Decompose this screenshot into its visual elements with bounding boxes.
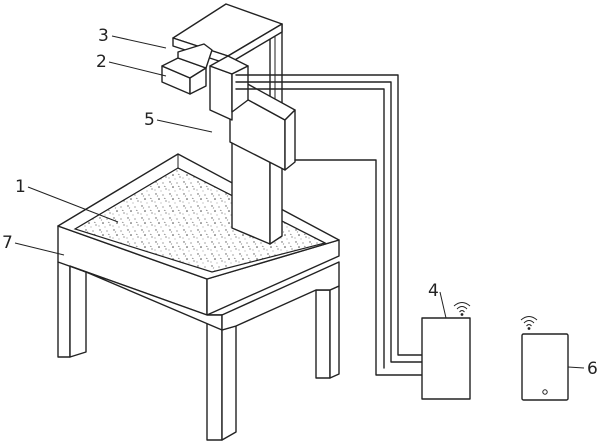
label-2: 2 [96,52,107,72]
cable-1 [235,74,423,356]
signal-cables [235,74,423,376]
leader-5 [156,119,213,133]
arm-plate-side [284,109,296,171]
leader-lines [14,35,585,369]
camera-side [189,67,207,95]
leader-6 [567,366,585,369]
leg-front-middle-side [221,325,237,441]
leg-right-back [315,289,331,379]
leader-4 [439,291,447,319]
container-table [57,153,340,441]
tablet-terminal [520,316,569,401]
leader-1 [27,186,119,223]
support-column [161,3,296,245]
wifi-icon [520,316,538,330]
reference-labels: 3 2 5 1 7 4 6 [2,26,598,379]
apron-right [221,261,340,331]
leg-right-back-side [329,285,340,379]
label-4: 4 [428,281,439,301]
sensor-housing-front [209,65,233,121]
leader-7 [14,242,65,256]
home-button-icon [542,389,548,395]
cable-2 [235,81,423,363]
label-5: 5 [144,110,155,130]
wifi-icon [453,302,471,316]
label-3: 3 [98,26,109,46]
control-box [421,317,471,400]
control-device [421,302,471,400]
label-6: 6 [587,359,598,379]
leader-3 [111,35,167,49]
leg-front-middle [206,314,223,441]
cable-3 [235,88,385,369]
label-7: 7 [2,233,13,253]
cable-4 [294,159,423,376]
leg-left-front [57,261,71,358]
leg-left-side [69,265,87,358]
leader-2 [108,61,167,77]
label-1: 1 [15,177,26,197]
camera-mount [177,43,213,69]
